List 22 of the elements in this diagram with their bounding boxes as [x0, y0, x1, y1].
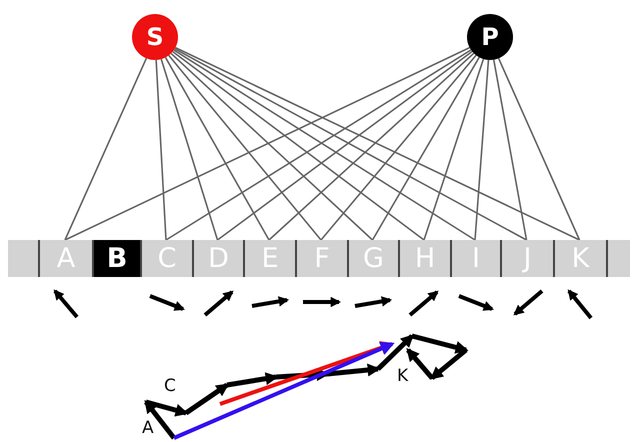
- vector-label: C: [164, 378, 176, 395]
- connector-line: [64, 46, 470, 241]
- connector-line: [155, 60, 167, 240]
- connector-line: [170, 52, 374, 241]
- connector-line: [423, 58, 484, 240]
- connector-line: [217, 50, 473, 241]
- connector-line: [268, 52, 474, 241]
- connector-line: [372, 56, 480, 240]
- connector-line: [492, 60, 528, 240]
- connector-line: [164, 57, 270, 240]
- circle-node: P: [467, 14, 513, 60]
- vector-label: A: [142, 420, 154, 437]
- connector-line: [474, 60, 490, 240]
- vector-label: K: [397, 368, 408, 385]
- connector-line: [172, 50, 424, 241]
- letter-cell: B: [92, 240, 140, 277]
- connector-line: [498, 58, 580, 240]
- connector-line: [160, 58, 218, 240]
- connector-line: [168, 54, 322, 240]
- circle-node: S: [132, 14, 178, 60]
- connector-line: [320, 54, 477, 241]
- connector-line: [64, 58, 148, 240]
